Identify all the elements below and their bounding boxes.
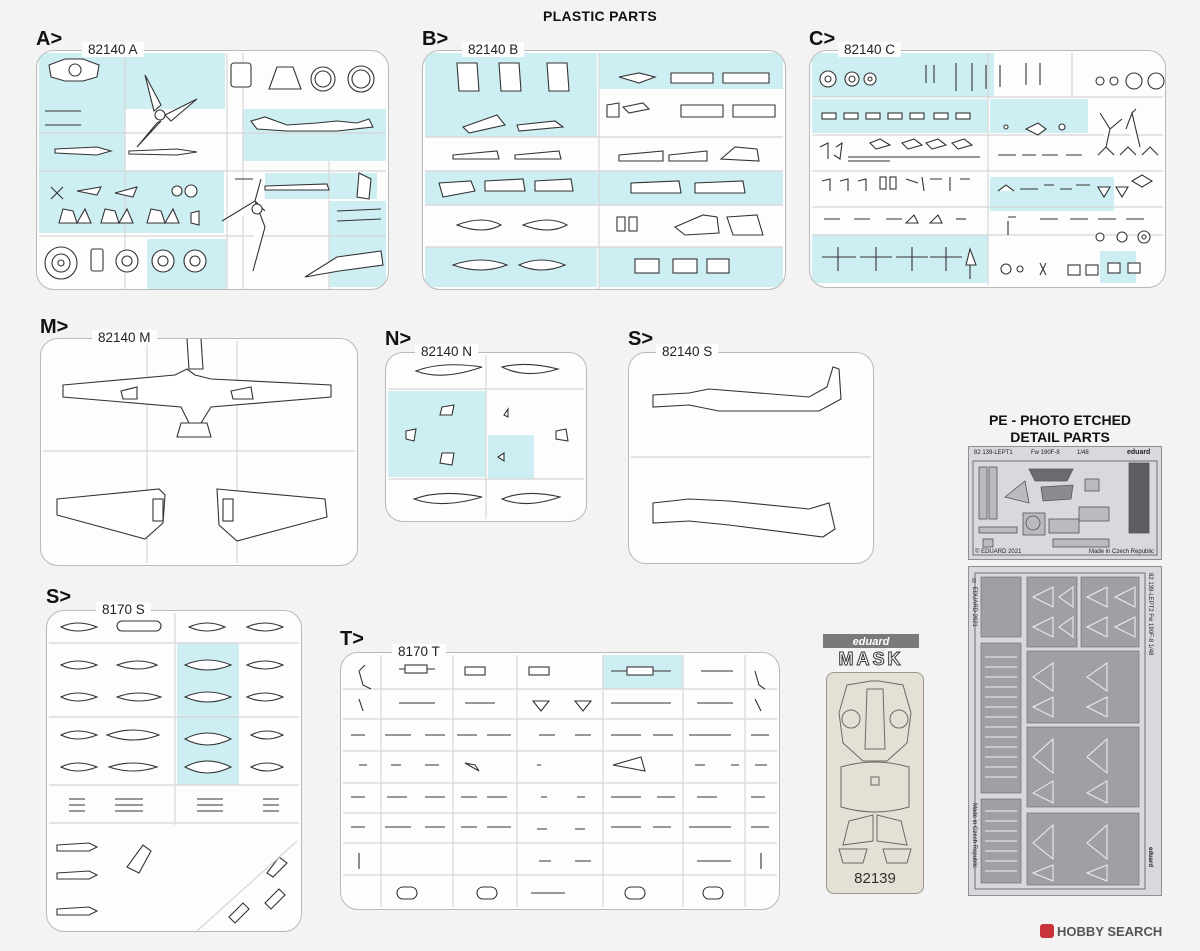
sprue-t [340, 652, 780, 910]
sprue-b-code: 82140 B [462, 42, 525, 57]
sprue-s2-letter: S> [46, 586, 72, 608]
mask-shapes [838, 680, 912, 864]
sprue-s1-code: 82140 S [656, 344, 719, 359]
sprue-m-parts [43, 339, 355, 563]
pe-title-line1: PE - PHOTO ETCHED [988, 412, 1132, 428]
sprue-s1-letter: S> [628, 328, 654, 350]
pe-sheet-2: 82 139-LEPT2 Fw 190F-8 1/48 © EDUARD 202… [968, 566, 1162, 896]
sprue-m [40, 338, 358, 566]
pe-sheet-1-brand: eduard [1127, 449, 1151, 456]
sprue-b-parts [425, 53, 783, 289]
sprue-b-letter: B> [422, 28, 449, 50]
pe-sheet-2-parts [974, 572, 1146, 890]
pe-sheet-2-code: 82 139-LEPT2 Fw 190F-8 1/48 [1147, 573, 1153, 656]
sprue-c-letter: C> [809, 28, 836, 50]
sprue-s2 [46, 610, 302, 932]
mask-number: 82139 [854, 870, 896, 887]
sprue-t-code: 8170 T [392, 644, 446, 659]
mask-logo: eduard MASK [823, 634, 919, 668]
mask-word: MASK [839, 649, 904, 668]
mask-brand: eduard [853, 636, 890, 648]
pe-sheet-1-parts [972, 460, 1158, 556]
pe-sheet-1-scale: 1/48 [1077, 450, 1089, 456]
plastic-parts-heading: PLASTIC PARTS [542, 8, 658, 24]
pe-sheet-2-brand: eduard [1147, 847, 1153, 868]
hobby-search-icon [1040, 924, 1054, 938]
sprue-n-parts [388, 355, 584, 519]
sprue-t-parts [343, 655, 777, 907]
sprue-n [385, 352, 587, 522]
watermark: HOBBY SEARCH [1040, 924, 1162, 939]
pe-sheet-1-copyright: © EDUARD 2021 [975, 549, 1022, 555]
pe-sheet-1-code: 82 139-LEPT1 [974, 450, 1013, 456]
sprue-c [809, 50, 1166, 288]
pe-title: PE - PHOTO ETCHED DETAIL PARTS [960, 412, 1160, 446]
sprue-s1 [628, 352, 874, 564]
sprue-m-code: 82140 M [92, 330, 157, 345]
sprue-c-code: 82140 C [838, 42, 902, 57]
sprue-a [36, 50, 389, 290]
sprue-s2-parts [49, 613, 299, 931]
pe-sheet-1: 82 139-LEPT1 Fw 190F-8 1/48 eduard © EDU… [968, 446, 1162, 560]
sprue-s1-parts [631, 366, 871, 538]
sprue-a-code: 82140 A [82, 42, 144, 57]
sprue-s2-code: 8170 S [96, 602, 151, 617]
sprue-a-parts [39, 53, 386, 289]
sprue-t-letter: T> [340, 628, 364, 650]
pe-title-line2: DETAIL PARTS [1010, 429, 1110, 445]
sprue-a-letter: A> [36, 28, 63, 50]
sprue-n-code: 82140 N [415, 344, 479, 359]
sprue-c-parts [812, 53, 1165, 285]
pe-sheet-2-made: Made in Czech Republic [971, 803, 977, 869]
pe-sheet-1-model: Fw 190F-8 [1031, 450, 1060, 456]
sprue-n-letter: N> [385, 328, 412, 350]
pe-sheet-1-made: Made in Czech Republic [1089, 549, 1155, 555]
watermark-text: HOBBY SEARCH [1057, 924, 1163, 939]
mask-sheet: 82139 [826, 672, 924, 894]
pe-sheet-2-copyright: © EDUARD 2021 [971, 579, 977, 628]
sprue-m-letter: M> [40, 316, 69, 338]
sprue-b [422, 50, 786, 290]
